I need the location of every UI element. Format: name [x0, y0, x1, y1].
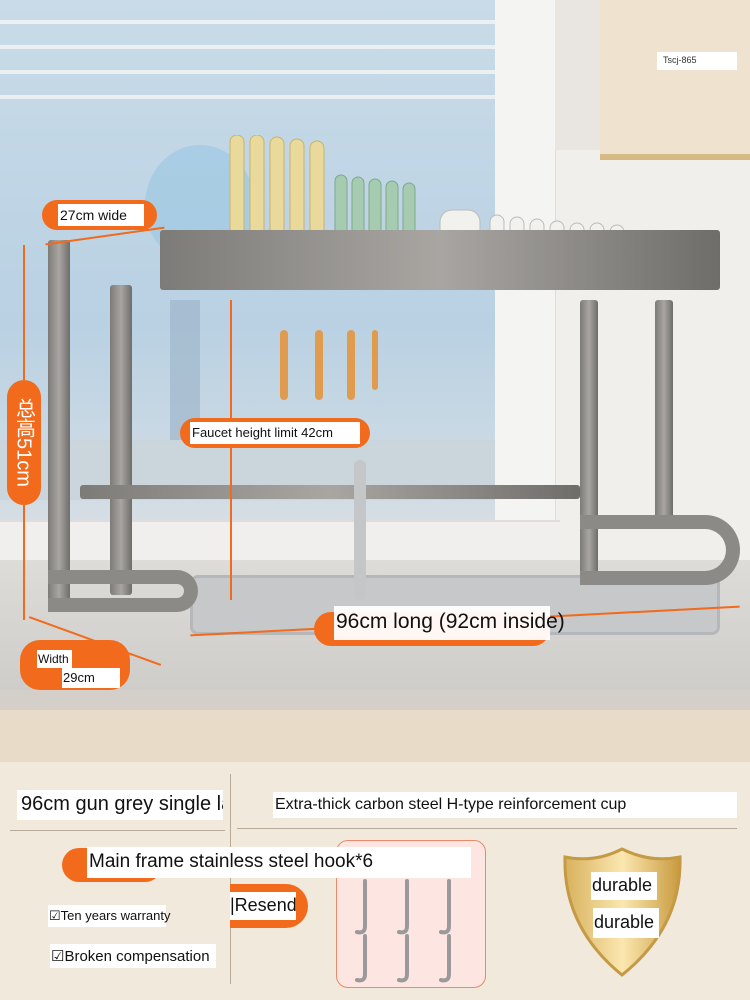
feature-compensation: ☑Broken compensation: [50, 944, 216, 968]
base-width-label: Width: [37, 650, 72, 668]
total-height-label: 总高51cm: [7, 380, 41, 505]
feature-panel: 96cm gun grey single laye Extra-thick ca…: [0, 760, 750, 1000]
rack-right-post: [655, 300, 673, 520]
pot-lid: [145, 145, 255, 255]
rack-top-basket: [160, 230, 720, 290]
upper-cabinet: [600, 0, 750, 160]
utensil: [372, 330, 378, 390]
hook-icons: [355, 879, 451, 983]
shield-line-1: durable: [591, 872, 657, 900]
divider: [10, 830, 225, 831]
rack-right-foot: [580, 515, 740, 585]
divider: [237, 828, 737, 829]
blind-slat: [0, 20, 520, 24]
building: [170, 300, 200, 440]
faucet-limit-label: Faucet height limit 42cm: [190, 422, 360, 444]
base-width-value: 29cm: [62, 668, 120, 688]
resend-label: |Resend: [230, 892, 297, 920]
product-photo: Tscj-865 27cm wide: [0, 0, 750, 760]
rack-left-post: [48, 240, 70, 610]
lower-cabinet: [0, 710, 750, 760]
rack-right-post: [580, 300, 598, 580]
length-label: 96cm long (92cm inside): [334, 606, 565, 640]
hooks-label: Main frame stainless steel hook*6: [87, 847, 471, 878]
blind-slat: [0, 45, 520, 49]
rack-crossbar: [80, 485, 580, 499]
model-code: Tscj-865: [657, 52, 737, 70]
utensil: [315, 330, 323, 400]
divider: [230, 774, 231, 984]
rack-left-foot: [48, 570, 198, 612]
blind-slat: [0, 70, 520, 74]
blind-slat: [0, 95, 520, 99]
feature-warranty: ☑Ten years warranty: [48, 905, 170, 927]
counter-edge: [0, 690, 750, 710]
product-title: 96cm gun grey single laye: [17, 790, 223, 820]
top-width-label: 27cm wide: [58, 204, 144, 226]
faucet-arrow: [230, 300, 232, 600]
product-subtitle: Extra-thick carbon steel H-type reinforc…: [273, 792, 737, 818]
faucet: [354, 460, 366, 600]
utensil: [280, 330, 288, 400]
rack-left-post: [110, 285, 132, 595]
shield-line-2: durable: [593, 908, 659, 938]
window-sill: [0, 520, 560, 560]
utensil: [347, 330, 355, 400]
